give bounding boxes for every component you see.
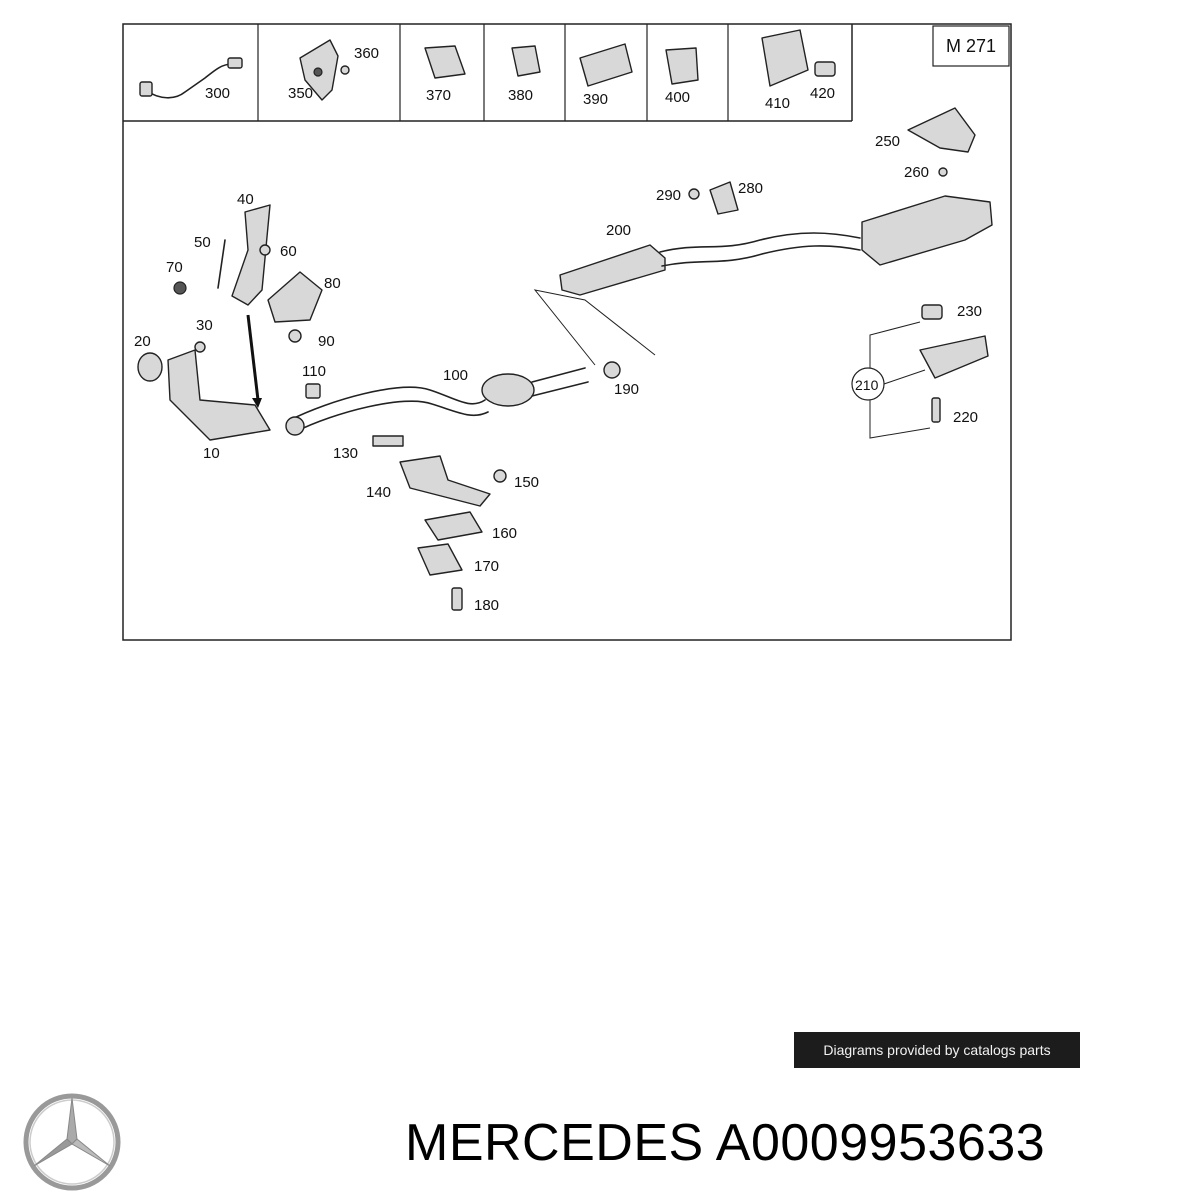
label-100: 100 xyxy=(443,367,468,384)
plate-170 xyxy=(417,543,463,576)
label-280: 280 xyxy=(738,180,763,197)
bracket-280 xyxy=(709,181,739,215)
label-140: 140 xyxy=(366,484,391,501)
clip-130 xyxy=(372,435,404,447)
label-50: 50 xyxy=(194,234,211,251)
rear-muffler xyxy=(861,195,993,266)
engine-code-label: M 271 xyxy=(946,36,996,56)
label-360: 360 xyxy=(354,45,379,62)
label-70: 70 xyxy=(166,259,183,276)
clamp-190 xyxy=(603,361,621,379)
label-40: 40 xyxy=(237,191,254,208)
label-80: 80 xyxy=(324,275,341,292)
engine-code-box xyxy=(932,25,1010,67)
label-260: 260 xyxy=(904,164,929,181)
label-390: 390 xyxy=(583,91,608,108)
tailpipe-tip-210 xyxy=(919,335,989,379)
label-110: 110 xyxy=(302,363,326,380)
front-pipe xyxy=(289,386,486,421)
diagram-frame xyxy=(122,23,1012,641)
bolt-180 xyxy=(451,587,463,611)
bracket-400 xyxy=(665,47,699,85)
label-130: 130 xyxy=(333,445,358,462)
catalyst-10 xyxy=(167,349,271,441)
label-150: 150 xyxy=(514,474,539,491)
label-370: 370 xyxy=(426,87,451,104)
hanger-140 xyxy=(399,455,491,507)
label-170: 170 xyxy=(474,558,499,575)
label-160: 160 xyxy=(492,525,517,542)
label-300: 300 xyxy=(205,85,230,102)
label-220: 220 xyxy=(953,409,978,426)
gasket-160 xyxy=(424,511,483,541)
mercedes-star-icon xyxy=(23,1093,121,1191)
label-190: 190 xyxy=(614,381,639,398)
label-180: 180 xyxy=(474,597,499,614)
rod-50 xyxy=(217,239,226,289)
clip-370 xyxy=(424,45,466,79)
brand-part-number: MERCEDES A0009953633 xyxy=(405,1114,1046,1172)
label-60: 60 xyxy=(280,243,297,260)
label-250: 250 xyxy=(875,133,900,150)
watermark-banner: Diagrams provided by catalogs parts xyxy=(794,1032,1080,1068)
label-400: 400 xyxy=(665,89,690,106)
label-350: 350 xyxy=(288,85,313,102)
shield-390 xyxy=(579,43,633,87)
label-410: 410 xyxy=(765,95,790,112)
label-210: 210 xyxy=(855,377,879,393)
label-10: 10 xyxy=(203,445,220,462)
gasket-ring xyxy=(285,416,305,436)
clamp-380 xyxy=(511,45,541,77)
label-90: 90 xyxy=(318,333,335,350)
bracket-40 xyxy=(231,204,271,306)
label-20: 20 xyxy=(134,333,151,350)
label-200: 200 xyxy=(606,222,631,239)
label-290: 290 xyxy=(656,187,681,204)
label-230: 230 xyxy=(957,303,982,320)
label-380: 380 xyxy=(508,87,533,104)
label-420: 420 xyxy=(810,85,835,102)
resonator-100 xyxy=(481,373,535,407)
label-30: 30 xyxy=(196,317,213,334)
gasket-20 xyxy=(137,352,163,382)
center-muffler-200 xyxy=(559,244,666,296)
hanger-250 xyxy=(907,107,976,153)
bracket-80 xyxy=(267,271,323,323)
hanger-410 xyxy=(761,29,809,87)
oxygen-sensor-cable xyxy=(144,63,233,99)
